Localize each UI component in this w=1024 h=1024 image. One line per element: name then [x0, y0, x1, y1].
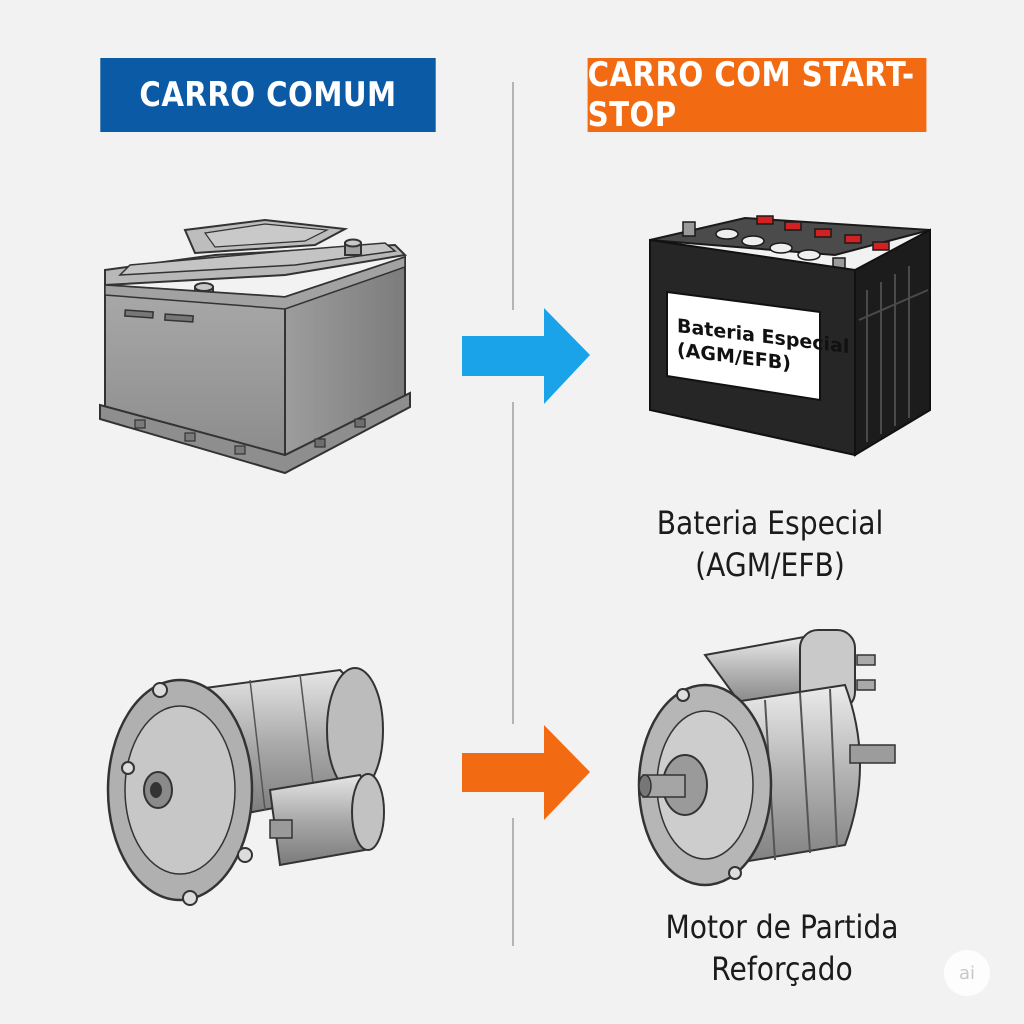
reinforced-motor-caption-line1: Motor de Partida — [665, 908, 899, 946]
arrow-motor-icon — [462, 725, 590, 820]
special-battery-caption-line2: (AGM/EFB) — [695, 546, 845, 584]
arrow-battery-icon — [462, 308, 590, 404]
reinforced-starter-motor-illustration — [637, 629, 896, 887]
header-common-car-label: CARRO COMUM — [139, 75, 397, 115]
special-battery-caption: Bateria Especial (AGM/EFB) — [620, 502, 919, 586]
common-starter-motor-illustration — [106, 667, 385, 906]
header-common-car: CARRO COMUM — [100, 58, 436, 132]
reinforced-motor-caption-line2: Reforçado — [711, 950, 853, 988]
common-battery-illustration — [99, 218, 411, 475]
header-start-stop-car-label: CARRO COM START-STOP — [587, 55, 915, 135]
reinforced-motor-caption: Motor de Partida Reforçado — [632, 906, 931, 990]
center-divider-top — [512, 82, 514, 310]
ai-watermark-label: ai — [958, 962, 976, 984]
ai-watermark-icon: ai — [944, 950, 990, 996]
center-divider-bottom — [512, 818, 514, 946]
special-battery-illustration: Bateria Especial (AGM/EFB) — [649, 215, 931, 457]
center-divider-middle — [512, 402, 514, 724]
special-battery-caption-line1: Bateria Especial — [656, 504, 884, 542]
header-start-stop-car: CARRO COM START-STOP — [587, 55, 927, 135]
